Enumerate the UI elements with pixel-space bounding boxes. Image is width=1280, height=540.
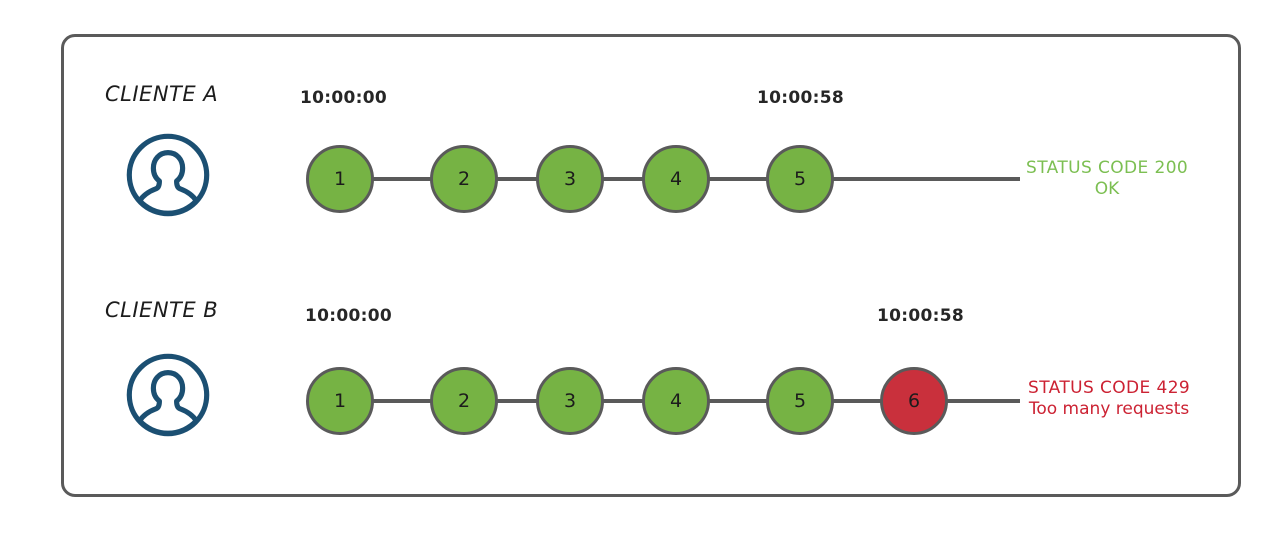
user-avatar-icon [125, 352, 211, 438]
edge-a-3-4 [602, 177, 645, 181]
request-node-number: 1 [333, 390, 347, 412]
request-node-number: 3 [563, 390, 577, 412]
request-node[interactable]: 3 [536, 367, 604, 435]
edge-b-3-4 [602, 399, 645, 403]
request-node-number: 5 [793, 390, 807, 412]
request-node[interactable]: 4 [642, 367, 710, 435]
edge-a-2-3 [497, 177, 539, 181]
edge-b-1-2 [372, 399, 434, 403]
request-node[interactable]: 2 [430, 367, 498, 435]
edge-a-5-status [832, 177, 1020, 181]
edge-b-2-3 [497, 399, 539, 403]
request-node-number: 3 [563, 168, 577, 190]
request-node-number: 5 [793, 168, 807, 190]
client-a-time-start: 10:00:00 [300, 88, 387, 108]
request-node[interactable]: 1 [306, 367, 374, 435]
request-node[interactable]: 1 [306, 145, 374, 213]
status-text-line: Too many requests [1028, 399, 1190, 420]
edge-b-6-status [946, 399, 1020, 403]
client-a-time-end: 10:00:58 [757, 88, 844, 108]
request-node-number: 4 [669, 390, 683, 412]
client-b-time-start: 10:00:00 [305, 306, 392, 326]
status-badge-200: STATUS CODE 200 OK [1026, 158, 1188, 201]
request-node-number: 2 [457, 390, 471, 412]
status-code-line: STATUS CODE 200 [1026, 158, 1189, 178]
request-node[interactable]: 3 [536, 145, 604, 213]
request-node[interactable]: 5 [766, 367, 834, 435]
client-b-time-end: 10:00:58 [877, 306, 964, 326]
status-code-line: STATUS CODE 429 [1028, 378, 1191, 398]
request-node[interactable]: 4 [642, 145, 710, 213]
request-node-number: 1 [333, 168, 347, 190]
client-a-label: CLIENTE A [105, 82, 219, 106]
request-node[interactable]: 2 [430, 145, 498, 213]
request-node-number: 6 [907, 390, 921, 412]
status-text-line: OK [1094, 179, 1120, 200]
client-b-label: CLIENTE B [105, 298, 219, 322]
request-node-blocked[interactable]: 6 [880, 367, 948, 435]
user-avatar-icon [125, 132, 211, 218]
request-node[interactable]: 5 [766, 145, 834, 213]
diagram-frame [61, 34, 1241, 497]
edge-b-4-5 [708, 399, 768, 403]
request-node-number: 2 [457, 168, 471, 190]
request-node-number: 4 [669, 168, 683, 190]
edge-b-5-6 [832, 399, 884, 403]
edge-a-4-5 [708, 177, 768, 181]
status-badge-429: STATUS CODE 429 Too many requests [1028, 378, 1190, 421]
edge-a-1-2 [372, 177, 434, 181]
